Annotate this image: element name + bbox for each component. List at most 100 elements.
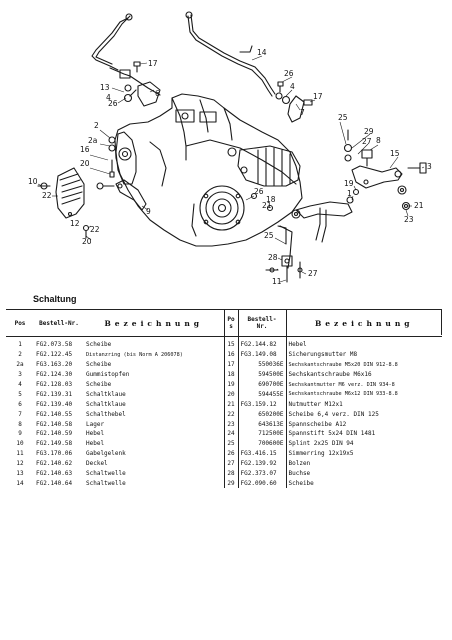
cell-pos: 2a (16, 361, 24, 369)
cell-pos: 8 (18, 420, 22, 428)
shift-claw-6 (137, 81, 161, 107)
cell-bez2: Spannscheibe A12 (285, 419, 442, 430)
cell-pos2: 18 (223, 369, 238, 380)
header-bestell-right-b: Nr. (256, 323, 268, 330)
callout: 19 (344, 179, 354, 188)
cell-nr: FG2.140.62 (36, 460, 73, 468)
callout: 17 (313, 92, 323, 101)
cell-nr: FG3.163.20 (36, 361, 73, 369)
cell-nr: FG2.140.59 (36, 430, 73, 438)
callout: 1 (347, 189, 352, 198)
callout: 8 (376, 136, 381, 145)
lever-15 (351, 165, 403, 189)
cell-pos: 3 (18, 371, 22, 379)
cell-bez2: Splint 2x25 DIN 94 (285, 438, 442, 449)
header-pos-right-b: s (229, 323, 233, 330)
cell-bez: Scheibe (86, 381, 112, 388)
cell-nr: FG3.170.06 (36, 450, 73, 458)
callout: 10 (28, 177, 38, 186)
callout: 15 (390, 149, 400, 158)
cell-pos2: 22 (223, 409, 238, 420)
cell-pos2: 17 (223, 359, 238, 370)
header-bezeichnung: Bezeichnung (84, 309, 224, 337)
cell-bez: Gummistopfen (86, 371, 130, 379)
cell-bez: Lager (86, 420, 105, 428)
callout: 4 (106, 93, 111, 102)
cell-nr2: 690700E (237, 379, 286, 390)
cell-pos: 4 (18, 381, 22, 388)
callout: 22 (90, 225, 100, 234)
callout: 21 (414, 201, 424, 210)
callout: 9 (146, 207, 151, 216)
callout: 20 (80, 159, 90, 168)
header-bestell-right-a: Bestell- (247, 316, 277, 323)
cell-nr: FG2.122.45 (36, 351, 73, 359)
cell-bez2: Sechskantschraube M6x16 (285, 369, 442, 380)
callout: 13 (100, 83, 110, 92)
cell-nr2: 594455E (237, 389, 286, 400)
cell-pos: 9 (18, 430, 22, 438)
callout: 21 (262, 201, 272, 210)
cell-nr: FG2.140.58 (36, 420, 73, 428)
cell-pos2: 16 (223, 349, 238, 360)
cell-bez2: Sechskantschraube M5x20 DIN 912-8.8 (285, 359, 442, 370)
cell-nr2: FG2.144.82 (237, 336, 286, 350)
cell-pos2: 19 (223, 379, 238, 390)
cell-nr2: 712500E (237, 429, 286, 439)
callout: 12 (70, 219, 80, 228)
callout-labels: 17 13 4 26 6 14 26 4 7 17 2 2a 16 20 25 … (28, 48, 432, 286)
cell-nr: FG2.139.31 (36, 390, 73, 398)
callout: 4 (290, 82, 295, 91)
cell-nr2: FG3.416.15 (237, 448, 286, 459)
cell-nr2: 550036E (237, 359, 286, 370)
cell-bez: Hebel (86, 430, 105, 438)
callout: 20 (82, 237, 92, 246)
cell-pos: 12 (16, 460, 24, 468)
cell-bez: Gabelgelenk (86, 450, 126, 458)
cell-bez2: Sicherungsmutter M8 (285, 349, 442, 360)
callout: 27 (308, 269, 318, 278)
cell-pos: 11 (16, 450, 24, 458)
cell-pos2: 25 (223, 438, 238, 449)
cell-bez2: Sechskantschraube M6x12 DIN 933-8.8 (285, 389, 442, 400)
cell-nr2: 643613E (237, 419, 286, 430)
cell-nr2: FG2.139.92 (237, 458, 286, 469)
cell-pos2: 24 (223, 429, 238, 439)
cell-nr2: FG2.373.07 (237, 468, 286, 479)
cell-bez: Scheibe (86, 361, 112, 369)
cell-pos2: 28 (223, 468, 238, 479)
callout: 25 (338, 113, 348, 122)
cover-12 (55, 167, 85, 219)
callout: 26 (284, 69, 294, 78)
cell-bez2: Hebel (285, 336, 442, 350)
cell-nr: FG2.139.40 (36, 400, 73, 408)
cell-bez: Schalthebel (86, 410, 126, 418)
cell-pos: 13 (16, 470, 24, 478)
cell-bez2: Scheibe 6,4 verz. DIN 125 (285, 409, 442, 420)
cell-pos2: 29 (223, 478, 238, 489)
cell-pos: 10 (16, 440, 24, 448)
output-flange (199, 185, 245, 231)
callout: 27 (362, 137, 372, 146)
cell-bez: Schaltklaue (86, 390, 126, 398)
cell-bez2: Buchse (285, 468, 442, 479)
callout: 26 (254, 187, 264, 196)
cell-pos: 1 (18, 341, 22, 349)
callout: 23 (404, 215, 414, 224)
header-pos: Pos (6, 309, 34, 337)
cell-nr2: FG2.090.60 (237, 478, 286, 489)
cell-pos2: 26 (223, 448, 238, 459)
cell-pos2: 23 (223, 419, 238, 430)
shift-rod-upper-right (187, 15, 273, 97)
callout: 3 (427, 162, 432, 171)
cell-nr: FG2.149.58 (36, 440, 73, 448)
callout: 18 (266, 195, 276, 204)
cell-nr2: 594500E (237, 369, 286, 380)
